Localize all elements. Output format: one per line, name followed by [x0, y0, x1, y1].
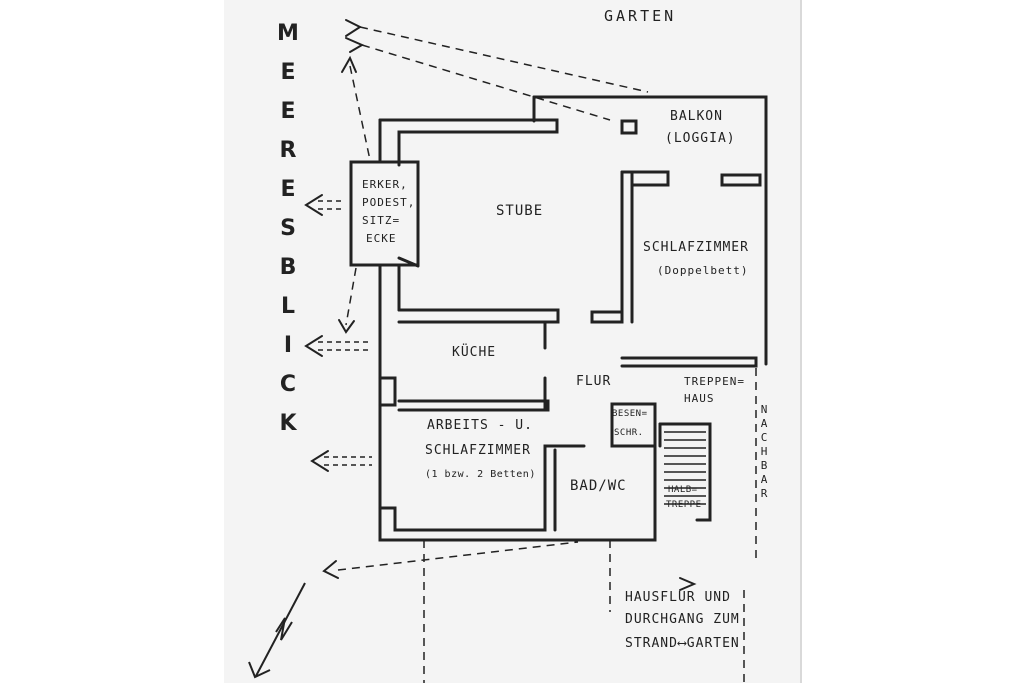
arrow-head-icon — [341, 55, 357, 73]
meeresblick-letter: M — [277, 21, 299, 46]
balkon-label: BALKON — [670, 109, 723, 124]
nachbar-letter: A — [760, 417, 768, 430]
view-line-lower — [361, 44, 611, 121]
treppen-label: TREPPEN= — [684, 375, 745, 388]
kueche-label: KÜCHE — [452, 345, 497, 360]
meeresblick-letter: K — [279, 411, 297, 436]
arbeits-schlafzimmer-label: SCHLAFZIMMER — [425, 443, 531, 458]
schlafzimmer-label: SCHLAFZIMMER — [643, 240, 749, 255]
arbeits-label: ARBEITS - U. — [427, 418, 533, 433]
arrow-head-icon — [304, 194, 323, 216]
halb-label: HALB= — [668, 485, 698, 495]
meeresblick-letter: E — [280, 99, 296, 124]
halbtreppe-label: TREPPE — [666, 500, 702, 510]
meeresblick-letter: C — [279, 372, 297, 397]
nachbar-letter: R — [760, 487, 768, 500]
meeresblick-letter: E — [280, 177, 296, 202]
wall-outer-bottom — [378, 263, 657, 542]
meeresblick-letter: L — [280, 294, 296, 319]
nachbar-letter: B — [760, 459, 768, 472]
erker-label: ERKER, — [362, 178, 408, 191]
arrow-head-icon — [322, 560, 339, 579]
arrow-head-icon — [338, 319, 355, 334]
garden-label: GARTEN — [604, 7, 677, 25]
arrow-head-icon — [310, 450, 329, 472]
meeresblick-letter: E — [280, 60, 296, 85]
haus-label: HAUS — [684, 392, 715, 405]
besen-label: BESEN= — [612, 409, 648, 419]
meeresblick-letter: R — [279, 138, 297, 163]
betten-label: (1 bzw. 2 Betten) — [425, 469, 536, 480]
arrow-head-icon — [304, 335, 323, 357]
nachbar-letter: C — [760, 431, 768, 444]
bad-label: BAD/WC — [570, 478, 627, 494]
meeresblick-letter: S — [280, 216, 296, 241]
view-line-bottom — [337, 541, 579, 571]
meeresblick-letter: B — [279, 255, 297, 280]
doppelbett-label: (Doppelbett) — [657, 264, 749, 277]
nachbar-letter: N — [760, 403, 768, 416]
stairs-icon — [664, 431, 706, 505]
meeresblick-letter: I — [283, 333, 293, 358]
podest-label: PODEST, — [362, 196, 416, 209]
stube-label: STUBE — [496, 203, 544, 219]
loggia-label: (LOGGIA) — [665, 131, 736, 146]
strand-garten-label: STRAND⟷GARTEN — [625, 636, 740, 651]
schrank-label: SCHR. — [614, 428, 644, 438]
nachbar-letter: H — [760, 445, 768, 458]
view-line-upper — [359, 26, 649, 93]
durchgang-label: DURCHGANG ZUM — [625, 612, 740, 627]
ecke-label: ECKE — [366, 232, 397, 245]
arrow-head-icon — [345, 19, 363, 37]
sitz-label: SITZ= — [362, 214, 401, 227]
flur-label: FLUR — [576, 374, 612, 389]
wall-balcony-right — [532, 95, 768, 366]
north-arrow-icon — [248, 582, 306, 679]
arrow-head-icon — [345, 37, 365, 53]
hausflur-label: HAUSFLUR UND — [625, 590, 731, 605]
nachbar-letter: A — [760, 473, 768, 486]
